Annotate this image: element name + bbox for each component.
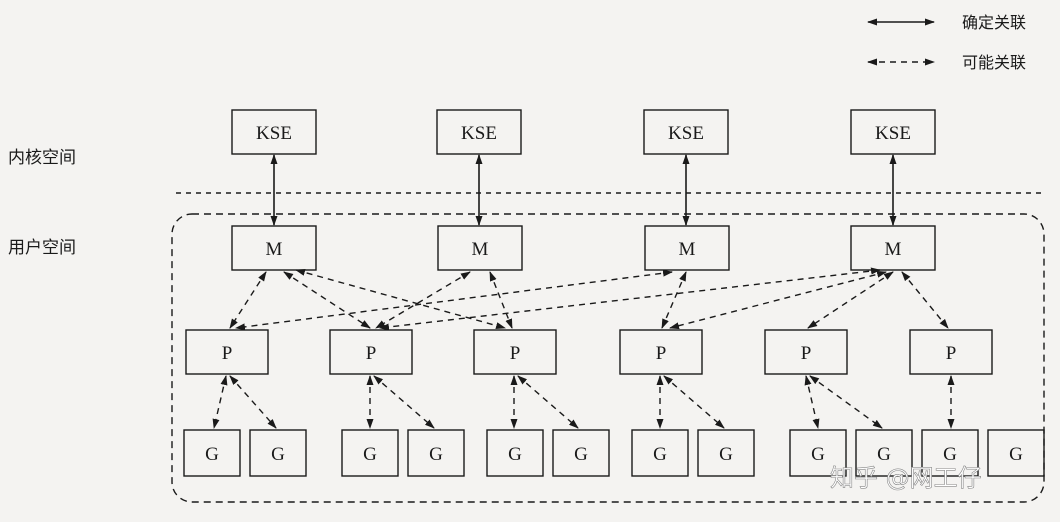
legend-dashed-label: 可能关联: [962, 53, 1026, 72]
legend-solid-label: 确定关联: [962, 13, 1026, 32]
g-box: G: [249, 429, 307, 477]
p-g-arrows: [212, 375, 955, 429]
p-box: P: [185, 329, 269, 375]
m-p-arrow: [901, 271, 949, 329]
m-p-arrow: [379, 267, 881, 331]
p-label: P: [801, 343, 812, 364]
m-p-arrow: [807, 271, 894, 329]
g-label: G: [877, 444, 891, 465]
kse-label: KSE: [256, 123, 292, 144]
kse-box: KSE: [436, 109, 522, 155]
kse-box: KSE: [231, 109, 317, 155]
g-label: G: [943, 444, 957, 465]
p-label: P: [366, 343, 377, 364]
m-label: M: [679, 239, 696, 260]
m-p-arrows: [229, 267, 949, 331]
m-p-arrow: [661, 271, 687, 329]
user-space-region: [171, 213, 1045, 503]
p-box: P: [909, 329, 993, 375]
m-label: M: [885, 239, 902, 260]
p-box: P: [473, 329, 557, 375]
kse-label: KSE: [668, 123, 704, 144]
m-box: M: [231, 225, 317, 271]
p-label: P: [222, 343, 233, 364]
kse-label: KSE: [875, 123, 911, 144]
g-box: G: [183, 429, 241, 477]
g-label: G: [811, 444, 825, 465]
p-label: P: [946, 343, 957, 364]
g-row: G G G G G G G G G G G G: [183, 429, 1045, 477]
m-label: M: [266, 239, 283, 260]
g-box: G: [407, 429, 465, 477]
kse-row: KSE KSE KSE KSE: [231, 109, 936, 155]
p-box: P: [329, 329, 413, 375]
g-box: G: [486, 429, 544, 477]
kse-label: KSE: [461, 123, 497, 144]
g-box: G: [855, 429, 913, 477]
g-label: G: [653, 444, 667, 465]
m-p-arrow: [235, 269, 673, 331]
g-box: G: [631, 429, 689, 477]
m-box: M: [644, 225, 730, 271]
g-box: G: [697, 429, 755, 477]
m-p-arrow: [375, 271, 471, 329]
g-box: G: [552, 429, 610, 477]
g-label: G: [719, 444, 733, 465]
p-g-arrow: [804, 375, 820, 429]
kse-box: KSE: [643, 109, 729, 155]
m-p-arrow: [489, 271, 513, 329]
m-p-arrow: [669, 270, 887, 330]
legend: 确定关联 可能关联: [867, 13, 1026, 72]
user-space-label: 用户空间: [8, 238, 76, 258]
p-g-arrow: [809, 375, 883, 429]
m-box: M: [850, 225, 936, 271]
p-box: P: [619, 329, 703, 375]
m-p-arrow: [229, 271, 267, 329]
p-g-arrow: [663, 375, 725, 429]
g-box: G: [987, 429, 1045, 477]
p-label: P: [510, 343, 521, 364]
g-label: G: [429, 444, 443, 465]
p-label: P: [656, 343, 667, 364]
kse-box: KSE: [850, 109, 936, 155]
p-row: P P P P P P: [185, 329, 993, 375]
g-label: G: [574, 444, 588, 465]
g-box: G: [789, 429, 847, 477]
p-g-arrow: [212, 375, 228, 429]
p-g-arrow: [517, 375, 579, 429]
g-label: G: [271, 444, 285, 465]
g-label: G: [1009, 444, 1023, 465]
p-g-arrow: [229, 375, 277, 429]
g-box: G: [921, 429, 979, 477]
p-box: P: [764, 329, 848, 375]
watermark-text: 知乎 @网工仔: [830, 464, 982, 492]
m-p-arrow: [295, 269, 506, 329]
p-g-arrow: [373, 375, 435, 429]
kernel-space-label: 内核空间: [8, 148, 76, 168]
m-box: M: [437, 225, 523, 271]
g-label: G: [205, 444, 219, 465]
g-label: G: [363, 444, 377, 465]
g-label: G: [508, 444, 522, 465]
kse-m-arrows: [270, 154, 897, 226]
m-label: M: [472, 239, 489, 260]
g-box: G: [341, 429, 399, 477]
m-row: M M M M: [231, 225, 936, 271]
